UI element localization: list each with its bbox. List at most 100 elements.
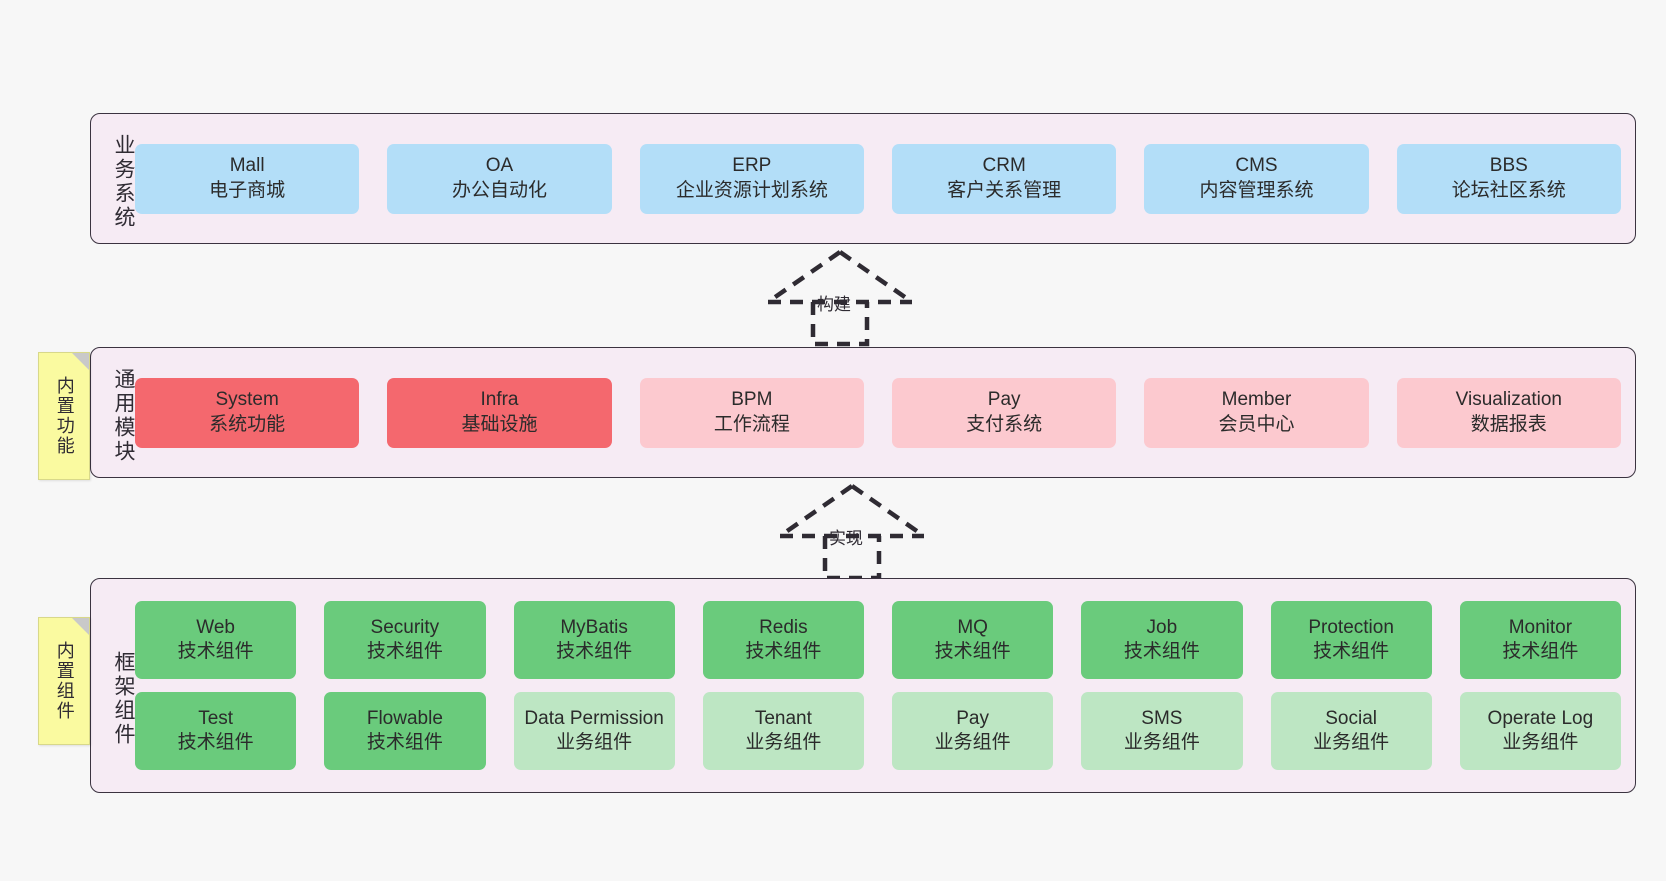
node-job[interactable]: Job 技术组件: [1081, 601, 1243, 679]
node-title-cn: 内容管理系统: [1199, 179, 1314, 201]
node-title-en: MyBatis: [560, 616, 628, 638]
node-member[interactable]: Member 会员中心: [1144, 377, 1369, 448]
node-title-en: Pay: [987, 389, 1021, 411]
node-title-en: Mall: [229, 155, 265, 177]
dashed-generalization-arrow-icon: [766, 250, 914, 347]
node-visualization[interactable]: Visualization 数据报表: [1396, 377, 1621, 448]
node-protection[interactable]: Protection 技术组件: [1270, 601, 1432, 679]
layer-body-common: System 系统功能 Infra 基础设施 BPM 工作流程 Pay 支付系统…: [135, 348, 1635, 477]
node-title-cn: 业务组件: [556, 732, 633, 753]
layer-body-framework: Web 技术组件 Security 技术组件 MyBatis 技术组件 Redi…: [135, 579, 1635, 792]
node-title-en: BPM: [731, 389, 773, 411]
node-title-en: Member: [1221, 389, 1292, 411]
node-infra[interactable]: Infra 基础设施: [387, 377, 612, 448]
node-title-cn: 技术组件: [1123, 641, 1200, 662]
node-title-cn: 企业资源计划系统: [675, 179, 828, 201]
arrow-implement: 实现: [772, 480, 932, 582]
node-title-en: CMS: [1235, 155, 1278, 177]
sticky-note-builtin-functions: 内置功能: [38, 352, 90, 480]
node-mall[interactable]: Mall 电子商城: [135, 143, 360, 214]
node-data-permission[interactable]: Data Permission 业务组件: [513, 692, 675, 770]
node-bbs[interactable]: BBS 论坛社区系统: [1396, 143, 1621, 214]
node-row: Web 技术组件 Security 技术组件 MyBatis 技术组件 Redi…: [135, 601, 1621, 679]
node-title-en: SMS: [1141, 707, 1183, 729]
node-cms[interactable]: CMS 内容管理系统: [1144, 143, 1369, 214]
node-system[interactable]: System 系统功能: [135, 377, 360, 448]
node-title-en: Job: [1146, 616, 1178, 638]
node-title-cn: 客户关系管理: [947, 179, 1062, 201]
node-title-cn: 系统功能: [209, 413, 286, 435]
node-title-cn: 办公自动化: [451, 179, 547, 201]
node-title-cn: 支付系统: [966, 413, 1043, 435]
node-crm[interactable]: CRM 客户关系管理: [891, 143, 1117, 214]
node-title-cn: 技术组件: [366, 732, 443, 753]
node-redis[interactable]: Redis 技术组件: [702, 601, 864, 679]
node-title-en: Pay: [956, 707, 989, 729]
node-title-en: Protection: [1308, 616, 1394, 638]
node-pay-business[interactable]: Pay 业务组件: [892, 692, 1054, 770]
node-title-cn: 技术组件: [177, 732, 254, 753]
node-sms[interactable]: SMS 业务组件: [1081, 692, 1243, 770]
node-bpm[interactable]: BPM 工作流程: [639, 377, 864, 448]
node-title-en: Tenant: [754, 707, 812, 729]
node-title-en: Data Permission: [524, 707, 664, 729]
node-title-en: BBS: [1489, 155, 1528, 177]
node-title-cn: 业务组件: [1313, 732, 1390, 753]
arrow-label-implement: 实现: [829, 529, 863, 548]
node-title-cn: 电子商城: [209, 179, 286, 201]
layer-title-business: 业务系统: [112, 133, 135, 230]
node-title-en: Infra: [480, 389, 519, 411]
layer-body-business: Mall 电子商城 OA 办公自动化 ERP 企业资源计划系统 CRM 客户关系…: [135, 114, 1635, 243]
node-test[interactable]: Test 技术组件: [135, 692, 297, 770]
node-title-cn: 业务组件: [745, 732, 822, 753]
node-title-en: CRM: [982, 155, 1026, 177]
node-row: System 系统功能 Infra 基础设施 BPM 工作流程 Pay 支付系统…: [135, 377, 1621, 448]
node-row: Test 技术组件 Flowable 技术组件 Data Permission …: [135, 692, 1621, 770]
node-title-en: Web: [196, 616, 235, 638]
sticky-note-builtin-components: 内置组件: [38, 617, 90, 745]
node-flowable[interactable]: Flowable 技术组件: [324, 692, 486, 770]
node-title-en: Flowable: [366, 707, 443, 729]
node-security[interactable]: Security 技术组件: [324, 601, 486, 679]
node-operate-log[interactable]: Operate Log 业务组件: [1459, 692, 1621, 770]
node-title-cn: 数据报表: [1470, 413, 1547, 435]
node-title-cn: 技术组件: [556, 641, 633, 662]
layer-business-system: 业务系统 Mall 电子商城 OA 办公自动化 ERP 企业资源计划系统 CRM…: [90, 113, 1636, 244]
node-title-en: Monitor: [1508, 616, 1573, 638]
node-title-cn: 技术组件: [745, 641, 822, 662]
node-monitor[interactable]: Monitor 技术组件: [1459, 601, 1621, 679]
node-title-cn: 技术组件: [177, 641, 254, 662]
node-title-en: System: [215, 389, 279, 411]
node-title-cn: 业务组件: [1502, 732, 1579, 753]
node-oa[interactable]: OA 办公自动化: [387, 143, 612, 214]
node-mq[interactable]: MQ 技术组件: [892, 601, 1054, 679]
node-title-en: Social: [1325, 707, 1377, 729]
arrow-build: 构建: [760, 246, 920, 348]
node-title-cn: 基础设施: [461, 413, 538, 435]
node-social[interactable]: Social 业务组件: [1270, 692, 1432, 770]
node-erp[interactable]: ERP 企业资源计划系统: [639, 143, 864, 214]
node-title-cn: 技术组件: [934, 641, 1011, 662]
node-title-cn: 技术组件: [366, 641, 443, 662]
node-tenant[interactable]: Tenant 业务组件: [702, 692, 864, 770]
node-title-en: Security: [370, 616, 440, 638]
node-title-en: Redis: [759, 616, 808, 638]
note-fold-corner-icon: [72, 353, 89, 370]
node-row: Mall 电子商城 OA 办公自动化 ERP 企业资源计划系统 CRM 客户关系…: [135, 143, 1621, 214]
node-title-cn: 论坛社区系统: [1451, 179, 1566, 201]
layer-common-module: 通用模块 System 系统功能 Infra 基础设施 BPM 工作流程 Pay…: [90, 347, 1636, 478]
node-title-cn: 技术组件: [1502, 641, 1579, 662]
node-pay[interactable]: Pay 支付系统: [891, 377, 1117, 448]
node-title-en: Operate Log: [1487, 707, 1594, 729]
note-label: 内置功能: [54, 376, 75, 456]
node-mybatis[interactable]: MyBatis 技术组件: [513, 601, 675, 679]
note-fold-corner-icon: [72, 618, 89, 635]
node-title-en: OA: [485, 155, 514, 177]
node-title-en: MQ: [957, 616, 988, 638]
arrow-label-build: 构建: [817, 295, 851, 314]
node-title-en: Visualization: [1455, 389, 1562, 411]
node-title-cn: 业务组件: [934, 732, 1011, 753]
node-title-cn: 工作流程: [713, 413, 790, 435]
node-web[interactable]: Web 技术组件: [135, 601, 297, 679]
